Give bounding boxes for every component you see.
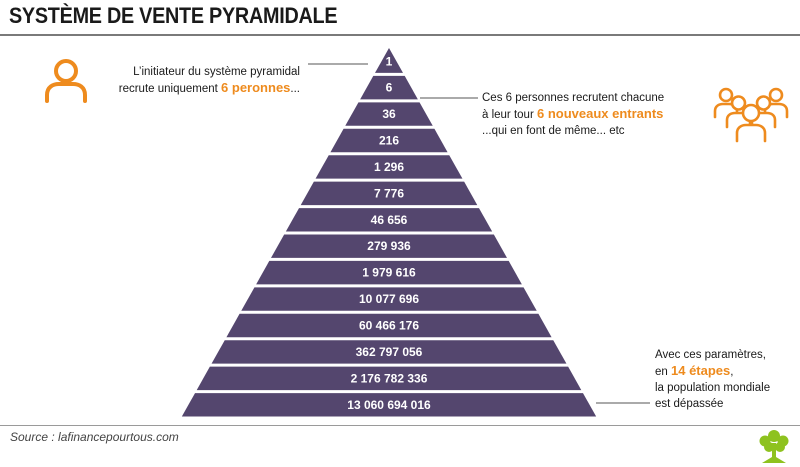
tree-logo-icon [759,430,789,463]
pyramid-level-label: 279 936 [367,239,411,253]
pyramid-level-4 [330,128,448,153]
pyramid-level-11 [226,313,552,338]
annotation-conclusion-highlight: 14 étapes [671,363,731,378]
pyramid-level-13 [196,366,582,391]
pyramid-level-6 [300,181,478,206]
pyramid-level-label: 60 466 176 [359,319,419,333]
annotation-initiator-line1: L’initiateur du système pyramidal [133,66,300,78]
pyramid-level-8 [270,234,508,258]
annotation-recruits-line2: à leur tour 6 nouveaux entrants [482,106,664,123]
annotation-initiator-text: recrute uniquement [118,83,222,95]
pyramid-level-label: 216 [379,134,399,148]
person-icon [45,59,87,103]
pyramid-level-label: 1 296 [374,160,404,174]
pyramid-level-label: 10 077 696 [359,292,419,306]
annotation-conclusion-text: en [655,366,671,378]
pyramid-level-5 [315,155,463,179]
footer-divider [0,425,800,426]
pyramid-level-label: 1 [386,54,393,68]
annotation-recruits-text: à leur tour [482,109,537,121]
pyramid-level-7 [285,208,493,232]
annotation-initiator-suffix: ... [290,83,300,95]
pyramid-level-label: 13 060 694 016 [347,398,431,412]
pyramid-levels: 1 6 36 216 1 296 7 776 46 656 279 936 1 979 616 1… [181,48,597,417]
pyramid-level-label: 46 656 [371,213,408,227]
pyramid-level-label: 36 [382,107,396,121]
annotation-initiator-line2: recrute uniquement 6 peronnes... [119,80,300,97]
annotation-conclusion-line4: est dépassée [655,398,724,410]
annotation-conclusion: Avec ces paramètres, en 14 étapes, la po… [655,347,770,412]
annotation-recruits-line3: ...qui en font de même... etc [482,125,625,137]
annotation-recruits-highlight: 6 nouveaux entrants [536,106,664,121]
annotation-leader-lines [308,63,650,404]
pyramid-level-9 [256,260,522,285]
annotation-initiator: L’initiateur du système pyramidal recrut… [119,64,300,97]
annotation-conclusion-line2: en 14 étapes, [655,363,770,380]
pyramid-level-2 [360,75,418,100]
pyramid-level-1 [374,48,404,73]
annotation-conclusion-line3: la population mondiale [655,382,771,394]
pyramid-level-12 [211,340,567,364]
pyramid-level-label: 1 979 616 [362,266,416,280]
annotation-initiator-highlight: 6 peronnes [221,80,291,95]
pyramid-level-14 [181,393,597,417]
pyramid-level-10 [241,287,537,311]
annotation-recruits: Ces 6 personnes recrutent chacune à leur… [482,90,664,139]
pyramid-level-label: 362 797 056 [356,345,423,359]
source-credit: Source : lafinancepourtous.com [10,430,179,444]
pyramid-level-label: 7 776 [374,186,404,200]
pyramid-level-label: 2 176 782 336 [351,371,428,385]
annotation-conclusion-line1: Avec ces paramètres, [655,349,767,361]
annotation-conclusion-suffix: , [730,366,734,378]
group-of-people-icon [713,87,789,143]
pyramid-level-label: 6 [386,81,393,95]
page-title: SYSTÈME DE VENTE PYRAMIDALE [9,3,338,28]
annotation-recruits-line1: Ces 6 personnes recrutent chacune [482,92,665,104]
title-divider [0,34,800,36]
pyramid-level-3 [345,102,433,126]
